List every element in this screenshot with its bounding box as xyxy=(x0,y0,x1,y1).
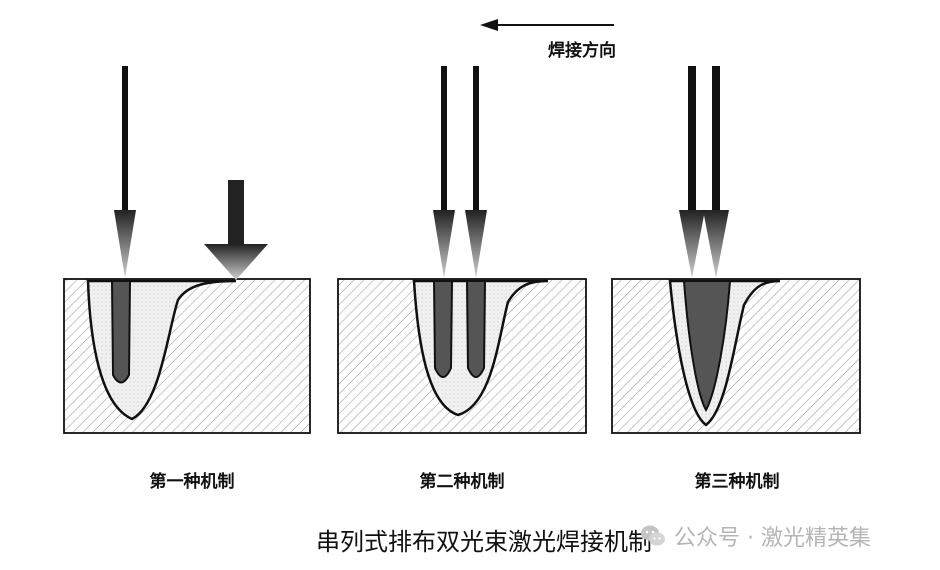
keyhole-1 xyxy=(110,280,132,384)
figure-caption: 串列式排布双光束激光焊接机制 xyxy=(316,528,652,556)
watermark: 公众号 · 激光精英集 xyxy=(640,520,871,552)
laser-beam-1 xyxy=(114,66,136,278)
secondary-beam-arrow xyxy=(204,180,268,280)
keyhole-2a xyxy=(432,280,454,378)
keyhole-3 xyxy=(682,280,732,413)
mechanism-3-diagram xyxy=(611,66,861,434)
welding-direction-label: 焊接方向 xyxy=(548,41,616,61)
wechat-icon xyxy=(641,525,665,546)
mechanism-2-diagram xyxy=(337,66,587,434)
mechanism-3-label: 第三种机制 xyxy=(694,472,780,492)
laser-beam-2b xyxy=(465,66,487,278)
laser-beam-2a xyxy=(433,66,455,278)
keyhole-2b xyxy=(465,280,487,378)
laser-beam-3b xyxy=(703,66,729,278)
mechanism-1-diagram xyxy=(63,66,311,434)
mechanism-2-label: 第二种机制 xyxy=(419,472,505,492)
mechanism-1-label: 第一种机制 xyxy=(149,472,235,492)
watermark-text: 公众号 · 激光精英集 xyxy=(674,526,871,551)
welding-direction-arrow xyxy=(480,19,614,31)
laser-beam-3a xyxy=(679,66,705,278)
